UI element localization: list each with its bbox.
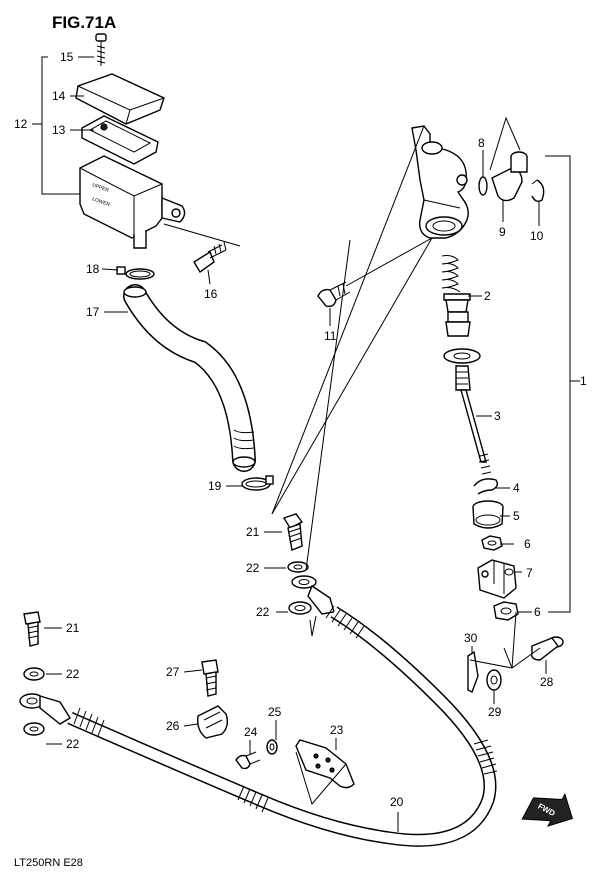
callout-24: 24 bbox=[244, 725, 258, 739]
push-rod bbox=[455, 365, 492, 475]
callout-30: 30 bbox=[464, 631, 478, 645]
callout-18: 18 bbox=[86, 262, 100, 276]
cotter-pin bbox=[467, 650, 479, 693]
callout-20: 20 bbox=[390, 795, 404, 809]
lock-nut-lower bbox=[493, 601, 519, 621]
clevis-pin bbox=[530, 636, 564, 661]
banjo-fitting-upper bbox=[291, 575, 335, 615]
callout-14: 14 bbox=[52, 89, 66, 103]
callout-15: 15 bbox=[60, 50, 74, 64]
reservoir-assembly: UPPER LOWER bbox=[32, 33, 241, 274]
retaining-ring bbox=[473, 478, 499, 495]
model-code: LT250RN E28 bbox=[14, 857, 83, 869]
gasket-mid-upper bbox=[287, 561, 309, 573]
figure-title: FIG.71A bbox=[52, 13, 116, 32]
diaphragm-plate bbox=[81, 115, 159, 165]
callout-28: 28 bbox=[540, 675, 554, 689]
callout-29: 29 bbox=[488, 705, 502, 719]
clamp-bolt bbox=[201, 659, 219, 697]
callout-10: 10 bbox=[530, 229, 544, 243]
callout-2: 2 bbox=[484, 289, 491, 303]
callout-19: 19 bbox=[208, 479, 222, 493]
callout-6-upper: 6 bbox=[524, 537, 531, 551]
callout-5: 5 bbox=[513, 509, 520, 523]
callout-22-left-lower: 22 bbox=[66, 737, 80, 751]
o-ring bbox=[478, 176, 488, 196]
circlip bbox=[531, 179, 545, 203]
dust-boot bbox=[472, 500, 504, 529]
svg-text:UPPER: UPPER bbox=[91, 182, 110, 194]
reservoir-body: UPPER LOWER bbox=[79, 155, 186, 249]
hose-guide bbox=[295, 739, 355, 789]
reservoir-bolt bbox=[193, 241, 227, 274]
guide-washer bbox=[266, 739, 278, 755]
callout-6-lower: 6 bbox=[534, 605, 541, 619]
gasket-mid-lower bbox=[288, 601, 312, 615]
callout-26: 26 bbox=[166, 719, 180, 733]
reservoir-hose bbox=[123, 284, 256, 472]
callout-16: 16 bbox=[204, 287, 218, 301]
guide-bolt bbox=[235, 751, 261, 770]
callout-7: 7 bbox=[526, 566, 533, 580]
banjo-fitting-lower bbox=[19, 693, 71, 725]
callout-21-mid: 21 bbox=[246, 525, 260, 539]
union-bolt-upper bbox=[282, 513, 304, 551]
leader-lines bbox=[44, 56, 580, 832]
hose-clamp-bracket bbox=[196, 705, 229, 739]
callout-25: 25 bbox=[268, 705, 282, 719]
callout-22-mid-upper: 22 bbox=[246, 561, 260, 575]
mount-bolt bbox=[317, 281, 351, 308]
hose-clamp-upper bbox=[116, 266, 155, 280]
cap-screw bbox=[95, 33, 107, 66]
hose-clamp-lower bbox=[241, 475, 274, 491]
callout-9: 9 bbox=[499, 225, 506, 239]
callout-labels: 1 2 3 4 5 6 6 7 8 9 10 11 12 13 14 15 16… bbox=[14, 50, 587, 809]
callout-13: 13 bbox=[52, 123, 66, 137]
callout-11: 11 bbox=[324, 329, 337, 343]
callout-12: 12 bbox=[14, 117, 28, 131]
callout-8: 8 bbox=[478, 136, 485, 150]
gasket-left-lower bbox=[23, 722, 45, 736]
gasket-left-upper bbox=[23, 667, 45, 681]
pin-washer bbox=[486, 669, 502, 691]
callout-3: 3 bbox=[494, 409, 501, 423]
callout-27: 27 bbox=[166, 665, 180, 679]
callout-21-left: 21 bbox=[66, 621, 80, 635]
callout-23: 23 bbox=[330, 723, 344, 737]
joint-fitting bbox=[491, 151, 528, 202]
clevis bbox=[477, 559, 517, 599]
callout-4: 4 bbox=[513, 481, 520, 495]
forward-arrow-icon: FWD bbox=[521, 792, 573, 827]
callout-1: 1 bbox=[580, 374, 587, 388]
callout-22-left-upper: 22 bbox=[66, 667, 80, 681]
lock-nut-upper bbox=[481, 535, 503, 551]
brake-hose bbox=[67, 605, 498, 847]
piston-spring bbox=[441, 255, 481, 364]
reservoir-cap bbox=[75, 73, 165, 125]
callout-22-mid-lower: 22 bbox=[256, 605, 270, 619]
union-bolt-lower bbox=[23, 611, 41, 647]
master-cylinder-body bbox=[411, 125, 469, 239]
callout-17: 17 bbox=[86, 305, 100, 319]
